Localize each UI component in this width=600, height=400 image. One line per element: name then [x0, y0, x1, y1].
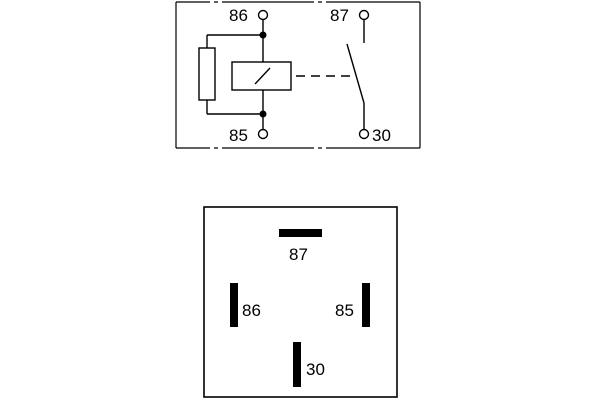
terminal-30-circle	[358, 128, 370, 140]
resistor-body	[198, 47, 216, 101]
schematic-label-87: 87	[330, 6, 349, 25]
schematic-label-30: 30	[372, 126, 391, 145]
footprint-label-30: 30	[306, 360, 325, 379]
coil-body	[231, 61, 292, 91]
footprint-outline	[203, 206, 398, 398]
switch-blade	[346, 43, 365, 104]
schematic-labels: 86 87 85 30	[229, 6, 391, 145]
pin-blade-87	[279, 229, 322, 237]
relay-schematic	[175, 1, 421, 149]
schematic-label-86: 86	[229, 6, 248, 25]
coil-diagonal	[254, 67, 271, 85]
schematic-label-85: 85	[229, 126, 248, 145]
terminal-87-circle	[358, 9, 370, 21]
schematic-enclosure	[175, 1, 421, 149]
relay-footprint: 87 86 85 30	[203, 206, 398, 398]
footprint-label-87: 87	[289, 245, 308, 264]
pin-blade-86	[230, 283, 238, 327]
terminal-85-circle	[257, 128, 269, 140]
pin-blade-30	[293, 342, 301, 387]
footprint-label-85: 85	[335, 301, 354, 320]
terminal-86-circle	[257, 9, 269, 21]
pin-blade-85	[362, 283, 370, 327]
footprint-label-86: 86	[242, 301, 261, 320]
